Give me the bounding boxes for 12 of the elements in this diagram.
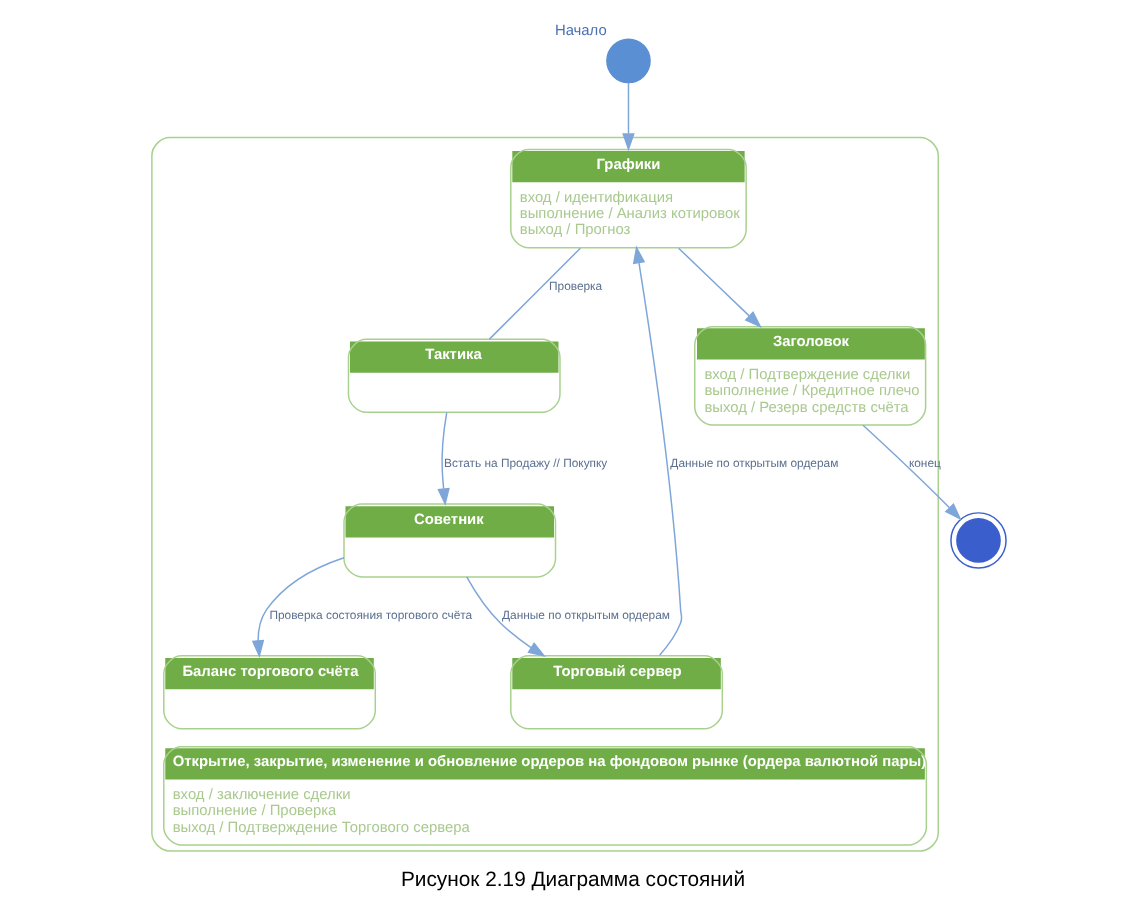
arrow (465, 576, 546, 657)
node-label: Начало (554, 20, 607, 39)
arrow (251, 556, 345, 659)
arrow (632, 245, 683, 656)
arrow (677, 247, 762, 328)
node-circle (606, 38, 651, 84)
arrow (437, 411, 450, 507)
node-circle (950, 512, 1007, 569)
connector (488, 247, 582, 340)
caption: Рисунок 2.19 Диаграмма состояний (400, 869, 746, 892)
arrow (862, 424, 962, 521)
arrow (622, 82, 635, 152)
